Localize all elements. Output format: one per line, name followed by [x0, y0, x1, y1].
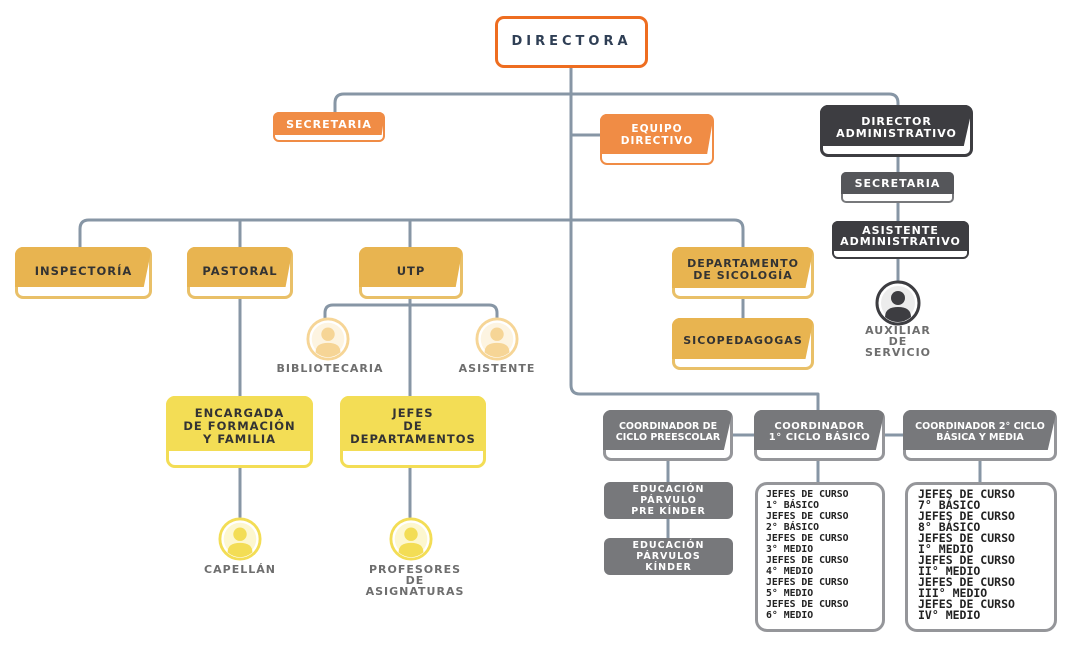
coord-basico-ribbon [754, 410, 885, 450]
pastoral-label: PASTORAL [202, 264, 278, 278]
sicopedagogas-label: SICOPEDAGOGAS [683, 334, 803, 347]
secretaria-admin-box: SECRETARIA [841, 172, 954, 203]
secretaria-label: SECRETARIA [286, 118, 372, 131]
edu-kinder-label: EDUCACIÓN PÁRVULOS KÍNDER [632, 540, 705, 573]
capellan-label: CAPELLÁN [204, 563, 276, 576]
jefes-departamentos-fill [340, 396, 486, 451]
edu-kinder-box: EDUCACIÓN PÁRVULOS KÍNDER [604, 538, 733, 575]
profesores-label: PROFESORES DE ASIGNATURAS [365, 563, 465, 598]
person-icon-bibliotecaria [306, 317, 350, 361]
secretaria-box: SECRETARIA [273, 112, 385, 142]
secretaria-admin-ribbon [841, 172, 954, 194]
secretaria-admin-label: SECRETARIA [854, 177, 941, 190]
equipo-directivo-ribbon [600, 114, 714, 154]
jefes-curso-1ciclo-list: JEFES DE CURSO 1° BÁSICO JEFES DE CURSO … [766, 489, 849, 621]
inspectoria-label: INSPECTORÍA [34, 264, 133, 278]
utp-ribbon [359, 247, 463, 287]
asistente-label: ASISTENTE [458, 362, 536, 375]
equipo-directivo-label: EQUIPO DIRECTIVO [620, 123, 694, 147]
equipo-directivo-box: EQUIPO DIRECTIVO [600, 114, 714, 165]
coord-segundo-box: COORDINADOR 2° CICLO BÁSICA Y MEDIA [903, 410, 1057, 461]
jefes-curso-2ciclo-box: JEFES DE CURSO 7° BÁSICO JEFES DE CURSO … [905, 482, 1057, 632]
line-directora-trunk [569, 66, 820, 412]
line-top-bus [333, 92, 900, 114]
jefes-departamentos-box: JEFES DE DEPARTAMENTOS [340, 396, 486, 468]
coord-basico-box: COORDINADOR 1° CICLO BÁSICO [754, 410, 885, 461]
edu-prekinder-box: EDUCACIÓN PÁRVULO PRE KÍNDER [604, 482, 733, 519]
jefes-departamentos-label: JEFES DE DEPARTAMENTOS [350, 406, 476, 446]
bibliotecaria-label: BIBLIOTECARIA [276, 362, 384, 375]
utp-label: UTP [396, 264, 426, 278]
encargada-label: ENCARGADA DE FORMACIÓN Y FAMILIA [183, 406, 296, 446]
departamento-sicologia-ribbon [672, 247, 814, 288]
coord-segundo-label: COORDINADOR 2° CICLO BÁSICA Y MEDIA [915, 421, 1045, 443]
sicopedagogas-box: SICOPEDAGOGAS [672, 318, 814, 370]
jefes-curso-1ciclo-box: JEFES DE CURSO 1° BÁSICO JEFES DE CURSO … [755, 482, 885, 632]
directora-box: DIRECTORA [495, 16, 648, 68]
jefes-curso-2ciclo-list: JEFES DE CURSO 7° BÁSICO JEFES DE CURSO … [918, 487, 1015, 622]
secretaria-ribbon [273, 112, 385, 135]
auxiliar-servicio-label: AUXILIAR DE SERVICIO [864, 324, 932, 359]
sicopedagogas-ribbon [672, 318, 814, 359]
person-icon-capellan [218, 517, 262, 561]
inspectoria-box: INSPECTORÍA [15, 247, 152, 299]
encargada-box: ENCARGADA DE FORMACIÓN Y FAMILIA [166, 396, 313, 468]
encargada-fill [166, 396, 313, 451]
director-administrativo-ribbon [820, 105, 973, 146]
asistente-administrativo-box: ASISTENTE ADMINISTRATIVO [832, 221, 969, 259]
coord-preescolar-box: COORDINADOR DE CICLO PREESCOLAR [603, 410, 733, 461]
inspectoria-ribbon [15, 247, 152, 287]
person-icon-auxiliar [875, 280, 921, 326]
edu-prekinder-label: EDUCACIÓN PÁRVULO PRE KÍNDER [631, 484, 706, 517]
coord-preescolar-ribbon [603, 410, 733, 450]
pastoral-ribbon [187, 247, 293, 287]
person-icon-profesores [389, 517, 433, 561]
coord-segundo-ribbon [903, 410, 1057, 450]
pastoral-box: PASTORAL [187, 247, 293, 299]
director-administrativo-box: DIRECTOR ADMINISTRATIVO [820, 105, 973, 157]
line-utp-branch [323, 303, 499, 320]
director-administrativo-label: DIRECTOR ADMINISTRATIVO [836, 115, 957, 140]
person-icon-asistente [475, 317, 519, 361]
directora-label: DIRECTORA [511, 34, 632, 49]
asistente-administrativo-label: ASISTENTE ADMINISTRATIVO [840, 224, 961, 248]
asistente-administrativo-ribbon [832, 221, 969, 251]
utp-box: UTP [359, 247, 463, 299]
departamento-sicologia-box: DEPARTAMENTO DE SICOLOGÍA [672, 247, 814, 299]
coord-preescolar-label: COORDINADOR DE CICLO PREESCOLAR [615, 421, 721, 443]
departamento-sicologia-label: DEPARTAMENTO DE SICOLOGÍA [687, 257, 799, 282]
coord-basico-label: COORDINADOR 1° CICLO BÁSICO [768, 421, 871, 443]
